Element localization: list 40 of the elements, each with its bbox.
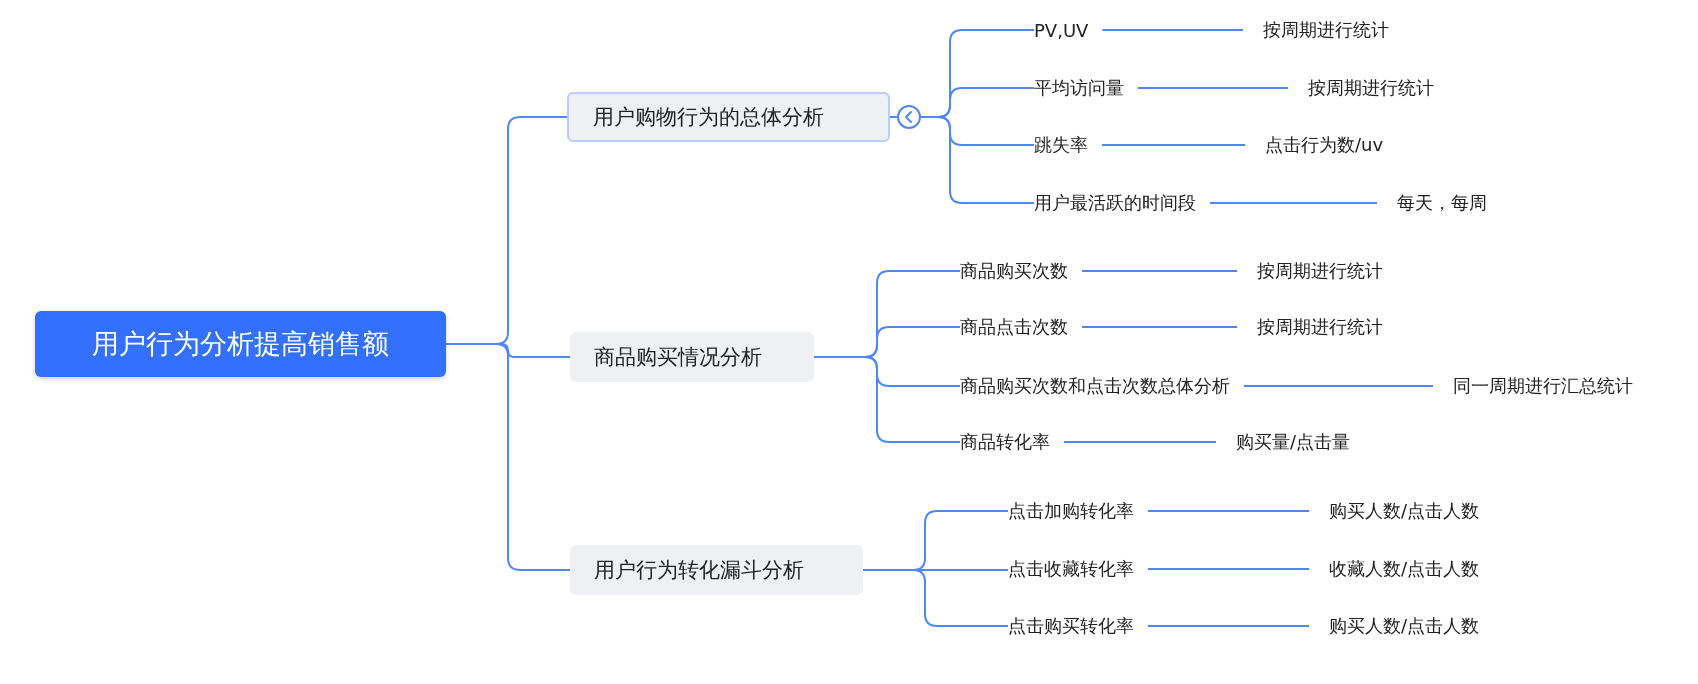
connector-line <box>1147 568 1310 570</box>
subtopic-text: 商品点击次数 <box>960 311 1082 343</box>
root-topic-box: 用户行为分析提高销售额 <box>35 311 446 377</box>
subtopic-text: 点击收藏转化率 <box>1008 553 1148 585</box>
value-text: 按周期进行统计 <box>1243 14 1389 46</box>
value-text: 购买人数/点击人数 <box>1309 495 1480 527</box>
value-text: 购买量/点击量 <box>1216 426 1351 458</box>
connector-line <box>1101 29 1244 31</box>
connector-line <box>1081 326 1238 328</box>
connector-line <box>1209 202 1378 204</box>
connector-line <box>862 569 1009 627</box>
subtopic-text: 跳失率 <box>1034 129 1102 161</box>
subtopic-text: PV,UV <box>1034 15 1103 45</box>
subtopic-text: 商品购买次数和点击次数总体分析 <box>960 370 1244 402</box>
connector-line <box>1081 270 1238 272</box>
connector-line <box>1243 385 1434 387</box>
value-text: 收藏人数/点击人数 <box>1309 553 1480 585</box>
value-text: 按周期进行统计 <box>1237 255 1383 287</box>
value-text: 点击行为数/uv <box>1245 129 1384 161</box>
value-text: 同一周期进行汇总统计 <box>1433 370 1633 402</box>
connector-line <box>1101 144 1246 146</box>
value-text: 每天，每周 <box>1377 187 1487 219</box>
value-text: 购买人数/点击人数 <box>1309 610 1480 642</box>
topic-box: 用户购物行为的总体分析 <box>567 92 890 142</box>
connector-line <box>1063 441 1217 443</box>
subtopic-text: 点击购买转化率 <box>1008 610 1148 642</box>
subtopic-text: 用户最活跃的时间段 <box>1034 187 1210 219</box>
connector-line <box>1137 87 1289 89</box>
value-text: 按周期进行统计 <box>1288 72 1434 104</box>
topic-box: 商品购买情况分析 <box>570 332 814 382</box>
connector-line <box>445 343 571 571</box>
subtopic-text: 点击加购转化率 <box>1008 495 1148 527</box>
value-text: 按周期进行统计 <box>1237 311 1383 343</box>
connector-line <box>813 356 961 443</box>
connector-line <box>1147 510 1310 512</box>
topic-box: 用户行为转化漏斗分析 <box>570 545 863 595</box>
subtopic-text: 商品转化率 <box>960 426 1064 458</box>
subtopic-text: 商品购买次数 <box>960 255 1082 287</box>
subtopic-text: 平均访问量 <box>1034 72 1138 104</box>
connector-line <box>1147 625 1310 627</box>
